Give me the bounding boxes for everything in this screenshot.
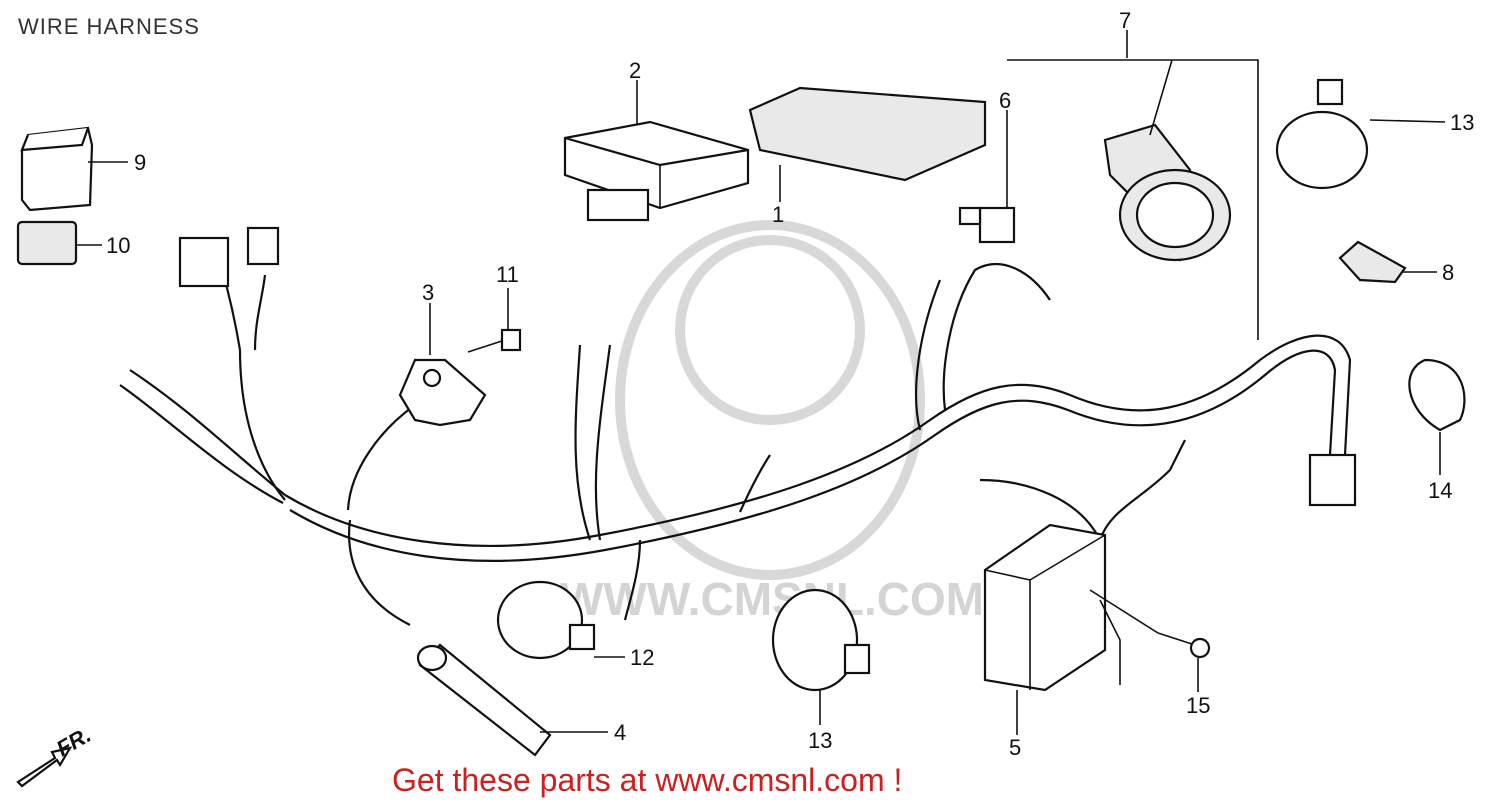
- callout-8: 8: [1442, 260, 1454, 285]
- callout-7: 7: [1119, 8, 1131, 33]
- coupler-cluster: [178, 226, 280, 288]
- part-14-band: [1408, 358, 1466, 432]
- part-4-plug-cap: [416, 643, 552, 757]
- callout-1: 1: [772, 202, 784, 227]
- callout-2: 2: [629, 58, 641, 83]
- part-5-regulator: [983, 523, 1107, 692]
- part-6-relay: [958, 206, 1016, 244]
- leader-lines: [76, 30, 1446, 735]
- callout-12: 12: [630, 645, 654, 670]
- main-harness: [119, 263, 1352, 626]
- watermark-text: WWW.CMSNL.COM: [560, 573, 984, 625]
- callout-6: 6: [999, 88, 1011, 113]
- part-3-pulse-generator: [398, 358, 487, 427]
- callout-5: 5: [1009, 735, 1021, 760]
- front-direction-arrow: [16, 746, 73, 788]
- part-11-bolt: [467, 328, 522, 353]
- callout-9: 9: [134, 150, 146, 175]
- part-9-relay: [20, 126, 94, 212]
- part-1-cdi-rubber: [748, 86, 987, 182]
- part-10-relay-rubber: [16, 220, 78, 266]
- callout-10: 10: [106, 233, 130, 258]
- part-15-bolt: [1157, 632, 1211, 659]
- part-13-band-lower: [771, 588, 871, 692]
- coupler-right: [1308, 453, 1357, 507]
- part-7-indicator: [1103, 123, 1232, 262]
- part-13-band-upper: [1275, 78, 1369, 190]
- callout-15: 15: [1186, 693, 1210, 718]
- callout-11: 11: [496, 262, 519, 287]
- cmsnl-watermark: WWW.CMSNL.COM: [560, 220, 984, 625]
- callout-13-upper: 13: [1450, 110, 1474, 135]
- part-2-cdi-unit: [563, 120, 750, 222]
- callout-4: 4: [614, 720, 626, 745]
- page-title: WIRE HARNESS: [18, 14, 200, 39]
- callout-3: 3: [422, 280, 434, 305]
- part-8-grommet: [1338, 240, 1407, 284]
- footer-promo-text: Get these parts at www.cmsnl.com !: [392, 762, 903, 798]
- part-12-band: [496, 580, 596, 660]
- callout-14: 14: [1428, 478, 1452, 503]
- callout-13-lower: 13: [808, 728, 832, 753]
- callouts: 9 10 2 1 3 11 6 7 13 8 14 12 13 4 5 15: [106, 8, 1474, 760]
